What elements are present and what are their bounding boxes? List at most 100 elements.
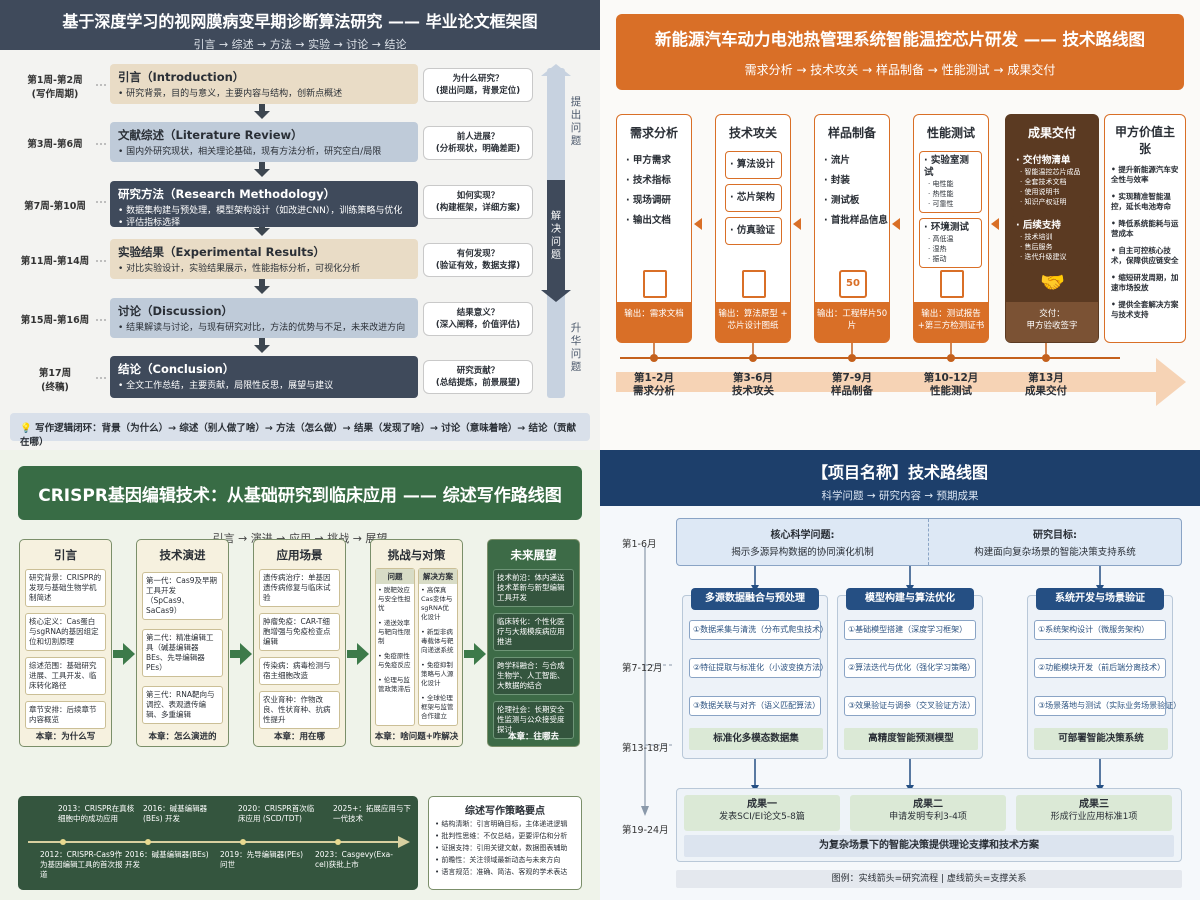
- q3-chapter-0: 引言研究背景：CRISPR的发现与基础生物学机制简述核心定义：Cas蛋白与sgR…: [19, 539, 112, 747]
- q2-timeline-label: 第7-9月 样品制备: [831, 372, 873, 397]
- crispr-timeline: 2013：CRISPR在真核细胞中的成功应用 2016：碱基编辑器(BEs) 开发…: [18, 796, 418, 890]
- q1-section-3: 实验结果（Experimental Results）• 对比实验设计，实验结果展…: [110, 239, 418, 279]
- legend: 图例：实线箭头=研究流程 | 虚线箭头=支撑关系: [676, 870, 1182, 888]
- q4-outcome-title: 成果二: [913, 799, 943, 810]
- q4-period-label: 第1-6月: [622, 539, 657, 550]
- q1-section-desc: • 结果解读与讨论，与现有研究对比，方法的优势与不足，未来改进方向: [118, 323, 406, 333]
- q3-chapter-title: 引言: [54, 548, 77, 562]
- q4-task: ②算法迭代与优化（强化学习策略）: [844, 658, 976, 678]
- q1-date-2: 第7周-第10周: [24, 201, 86, 212]
- q3-chapter-title: 技术演进: [159, 548, 206, 562]
- core-question: 核心科学问题: 揭示多源异构数据的协同演化机制: [677, 519, 929, 565]
- q2-phase-3: 性能测试· 实验室测试· 电性能· 热性能· 可靠性· 环境测试· 高低温· 湿…: [913, 114, 989, 343]
- probs-item: • 免疫原性与免疫反应: [378, 652, 411, 669]
- q4-period-label: 第13-18月: [622, 743, 669, 754]
- flowchart-icon: [742, 270, 766, 298]
- q4-outcome-title: 成果一: [747, 799, 777, 810]
- client-value-box: 甲方价值主张 • 提升新能源汽车安全性与效率• 实现精准智能温控，延长电池寿命•…: [1104, 114, 1186, 343]
- q4-task: ③场景落地与测试（实际业务场景验证）: [1034, 696, 1181, 716]
- q2-item-label: · 后续支持: [1016, 220, 1061, 231]
- q3-chapter-title: 应用场景: [276, 548, 323, 562]
- timeline-event-bottom: 2023：Casgevy(Exa-cel)获批上市: [315, 850, 393, 869]
- q2-subitem: · 湿热: [928, 245, 947, 253]
- q1-section-desc: • 国内外研究现状，相关理论基础，现有方法分析，研究空白/局限: [118, 147, 382, 157]
- q2-phase-items: · 交付物清单· 智能温控芯片成品· 全套技术文档· 使用说明书· 知识产权证明…: [1006, 151, 1098, 266]
- q4-outcome-title: 成果三: [1079, 799, 1109, 810]
- client-value-item: • 实现精准智能温控，延长电池寿命: [1111, 192, 1171, 211]
- q3-chapter-item: 第二代：精准编辑工具（碱基编辑器BEs、先导编辑器PEs）: [142, 629, 223, 677]
- q1-section-title: 实验结果（Experimental Results）: [118, 245, 326, 259]
- probs-header: 问题: [376, 569, 414, 584]
- q3-chapter-item: 章节安排：后续章节内容概览: [25, 701, 106, 729]
- q2-phase-4: 成果交付· 交付物清单· 智能温控芯片成品· 全套技术文档· 使用说明书· 知识…: [1005, 114, 1099, 343]
- q2-item-label: · 交付物清单: [1016, 155, 1071, 166]
- q4-task: ②功能模块开发（前后端分离技术）: [1034, 658, 1166, 678]
- q3-chapter-item: 肿瘤免疫：CAR-T细胞增强与免疫检查点编辑: [259, 613, 340, 651]
- q3-chapter-item: 跨学科融合：与合成生物学、人工智能、大数据的结合: [493, 657, 574, 695]
- q1-section-5: 结论（Conclusion） • 全文工作总结，主要贡献，局限性反思，展望与建议: [110, 356, 418, 398]
- q2-item: · 后续支持· 技术培训· 售后服务· 迭代升级建议: [1011, 216, 1092, 266]
- timeline-event-top: 2020：CRISPR首次临床应用 (SCD/TDT): [238, 804, 315, 823]
- stage-raise-problem: 提出问题: [570, 96, 582, 147]
- q4-workstream-title: 系统开发与场景验证: [1036, 588, 1164, 610]
- q2-item: · 实验室测试· 电性能· 热性能· 可靠性: [919, 151, 982, 213]
- q3-chapter-item: 遗传病治疗：单基因遗传病修复与临床试验: [259, 569, 340, 607]
- q1-date-0: 第1周-第2周 (写作周期): [27, 75, 83, 100]
- timeline-event-top: 2016：碱基编辑器(BEs) 开发: [143, 804, 208, 823]
- q3-chapter-4: 未来展望技术前沿：体内递送技术革新与新型编辑工具开发临床转化：个性化医疗与大规模…: [487, 539, 580, 747]
- q1-section-title: 引言（Introduction）: [118, 70, 245, 84]
- q3-chapter-2: 应用场景遗传病治疗：单基因遗传病修复与临床试验肿瘤免疫：CAR-T细胞增强与免疫…: [253, 539, 346, 747]
- q2-subitem: · 全套技术文档: [1020, 178, 1067, 186]
- q3-chapter-1: 技术演进第一代：Cas9及早期工具开发（SpCas9、SaCas9） 第二代：精准…: [136, 539, 229, 747]
- sols-header: 解决方案: [419, 569, 457, 584]
- q2-item: · 技术指标: [626, 175, 671, 186]
- writing-tips-box: 综述写作策略要点 • 结构清晰：引言明确目标，主体递进逻辑• 批判性思维：不仅总…: [428, 796, 582, 890]
- q3-chapter-item: 农业育种：作物改良、性状育种、抗病性提升: [259, 691, 340, 729]
- probs-item: • 伦理与监管政策滞后: [378, 676, 411, 693]
- q1-subtitle: 引言 → 综述 → 方法 → 实验 → 讨论 → 结论: [193, 38, 407, 51]
- q3-chapter-item: 技术前沿：体内递送技术革新与新型编辑工具开发: [493, 569, 574, 607]
- timeline-event-top: 2013：CRISPR在真核细胞中的成功应用: [58, 804, 135, 823]
- q3-header: CRISPR基因编辑技术：从基础研究到临床应用 —— 综述写作路线图: [18, 466, 582, 520]
- panel-thesis-framework: 基于深度学习的视网膜病变早期诊断算法研究 —— 毕业论文框架图 引言 → 综述 …: [0, 0, 600, 450]
- q2-subtitle: 需求分析 → 技术攻关 → 样品制备 → 性能测试 → 成果交付: [744, 63, 1056, 77]
- q3-chapter-item: 临床转化：个性化医疗与大规模疾病应用推进: [493, 613, 574, 651]
- q3-chapter-item: 第三代：RNA靶向与调控、表观遗传编辑、多重编辑: [142, 686, 223, 724]
- q4-outcome-0: 成果一发表SCI/EI论文5-8篇: [684, 795, 840, 831]
- q2-item-label: · 实验室测试: [924, 155, 969, 178]
- q2-subitem: · 振动: [928, 255, 947, 263]
- q2-subitem: · 知识产权证明: [1020, 198, 1067, 206]
- q4-title: 【项目名称】技术路线图: [811, 463, 988, 482]
- probs-item: • 脱靶效应与安全性担忧: [378, 586, 411, 612]
- sols-column: 解决方案• 高保真Cas变体与sgRNA优化设计• 新型非病毒载体与靶向递送系统…: [418, 568, 458, 726]
- q4-task: ②特征提取与标准化（小波变换方法）: [689, 658, 828, 678]
- q1-section-title: 讨论（Discussion）: [118, 304, 234, 318]
- q2-item: · 交付物清单· 智能温控芯片成品· 全套技术文档· 使用说明书· 知识产权证明: [1011, 151, 1092, 211]
- q1-section-desc: • 研究背景，目的与意义，主要内容与结构，创新点概述: [118, 89, 343, 99]
- chip-icon: 50: [839, 270, 867, 298]
- q2-subitem: · 迭代升级建议: [1020, 253, 1067, 261]
- q1-section-title: 文献综述（Literature Review）: [118, 128, 303, 142]
- q2-timeline-label: 第10-12月 性能测试: [923, 372, 979, 397]
- q3-chapter-footer: 本章：怎么演进的: [148, 732, 217, 742]
- panel-ev-battery-roadmap: 新能源汽车动力电池热管理系统智能温控芯片研发 —— 技术路线图 需求分析 → 技…: [600, 0, 1200, 450]
- q2-item: · 芯片架构: [725, 184, 782, 212]
- q4-workstream-result: 高精度智能预测模型: [844, 728, 978, 750]
- q1-section-4: 讨论（Discussion） • 结果解读与讨论，与现有研究对比，方法的优势与不足…: [110, 298, 418, 338]
- q1-section-desc: • 数据集构建与预处理，模型架构设计（如改进CNN），训练策略与优化 • 评估指…: [118, 206, 403, 228]
- q3-title: CRISPR基因编辑技术：从基础研究到临床应用 —— 综述写作路线图: [38, 486, 562, 506]
- q4-subtitle: 科学问题 → 研究内容 → 预期成果: [821, 490, 979, 502]
- tips-title: 综述写作策略要点: [465, 806, 545, 817]
- q3-chapter-footer: 本章：用在哪: [273, 732, 325, 742]
- q3-chapter-item: 第一代：Cas9及早期工具开发（SpCas9、SaCas9）: [142, 572, 223, 620]
- q1-section-desc: • 全文工作总结，主要贡献，局限性反思，展望与建议: [118, 381, 334, 391]
- challenge-table: 问题 • 脱靶效应与安全性担忧 • 递送效率与靶向性限制 • 免疫原性与免疫反应 • 伦…: [375, 568, 458, 726]
- q1-section-title: 结论（Conclusion）: [118, 362, 235, 376]
- q1-question-1: 前人进展？ (分析现状，明确差距): [423, 126, 533, 160]
- probs-item: • 递送效率与靶向性限制: [378, 619, 411, 645]
- q2-timeline-label: 第13月 成果交付: [1025, 372, 1067, 397]
- q2-item: · 现场调研: [626, 195, 671, 206]
